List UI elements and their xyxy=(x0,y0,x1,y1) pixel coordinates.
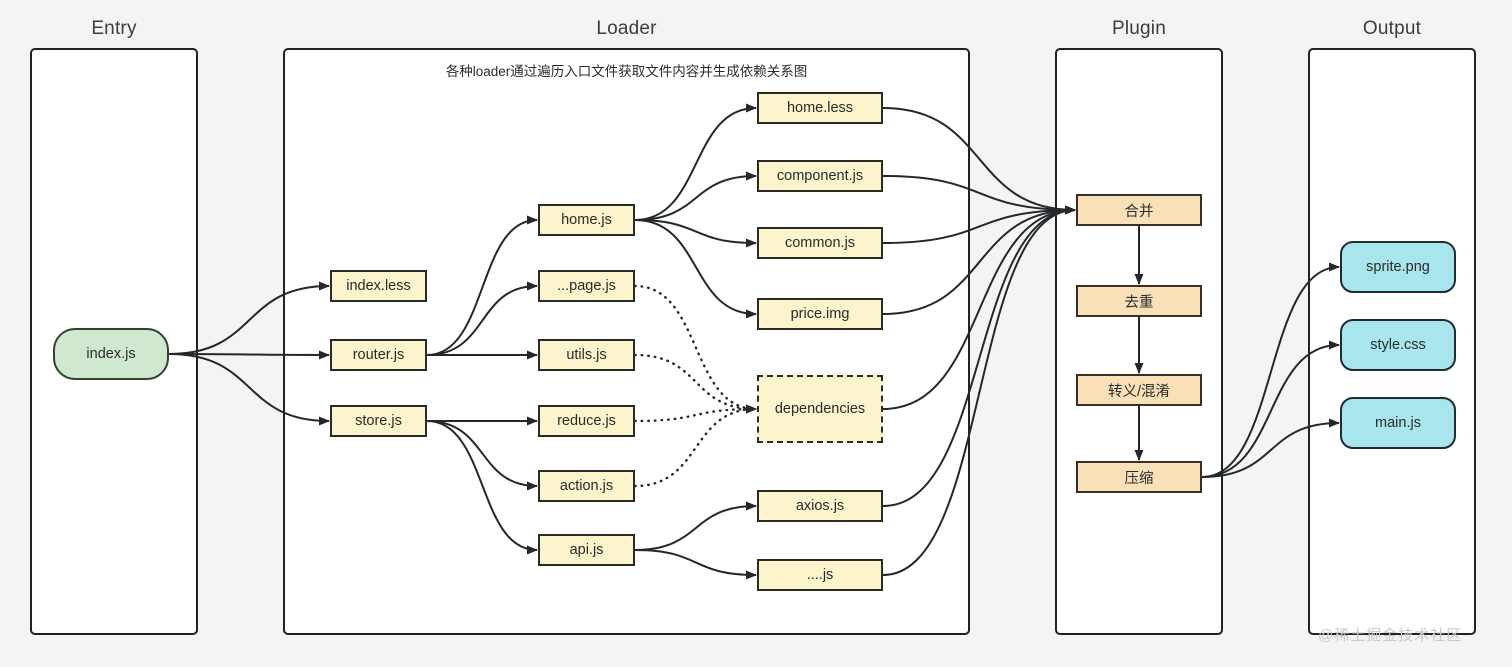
edge-index-js-to-index-less xyxy=(168,281,330,355)
edge-common-js-to-merge xyxy=(882,205,1076,244)
edge-compress-to-style-css xyxy=(1201,340,1340,478)
edge-home-js-to-common-js xyxy=(634,219,757,248)
edge-store-js-to-api-js xyxy=(426,420,538,555)
edge-dependencies-to-merge xyxy=(882,205,1076,410)
node-label-store-js: store.js xyxy=(355,413,402,429)
node-axios-js[interactable]: axios.js xyxy=(757,490,883,522)
edge-home-js-to-component-js xyxy=(634,171,757,221)
edge-axios-js-to-merge xyxy=(882,205,1076,507)
node-label-common-js: common.js xyxy=(784,235,856,251)
edge-dots-js-to-merge xyxy=(882,205,1076,576)
node-action-js[interactable]: action.js xyxy=(538,470,635,502)
edge-home-less-to-merge xyxy=(882,107,1076,215)
edge-component-js-to-merge xyxy=(882,175,1076,215)
node-api-js[interactable]: api.js xyxy=(538,534,635,566)
node-home-less[interactable]: home.less xyxy=(757,92,883,124)
edge-api-js-to-dots-js xyxy=(634,549,757,580)
node-dedupe[interactable]: 去重 xyxy=(1076,285,1202,317)
node-label-compress: 压缩 xyxy=(1124,470,1154,487)
edge-action-js-to-dependencies xyxy=(633,404,758,488)
node-reduce-js[interactable]: reduce.js xyxy=(538,405,635,437)
node-utils-js[interactable]: utils.js xyxy=(538,339,635,371)
swimlane-title-plugin: Plugin xyxy=(1111,18,1167,39)
swimlane-note-loader: 各种loader通过遍历入口文件获取文件内容并生成依赖关系图 xyxy=(445,64,808,79)
edge-compress-to-sprite-png xyxy=(1201,262,1340,478)
node-label-index-less: index.less xyxy=(346,278,411,294)
node-index-less[interactable]: index.less xyxy=(330,270,427,302)
node-home-js[interactable]: home.js xyxy=(538,204,635,236)
node-common-js[interactable]: common.js xyxy=(757,227,883,259)
edge-api-js-to-axios-js xyxy=(634,501,757,551)
node-label-sprite-png: sprite.png xyxy=(1366,259,1430,275)
node-label-dots-js: ....js xyxy=(806,567,834,583)
edge-home-js-to-home-less xyxy=(634,103,757,221)
node-sprite-png[interactable]: sprite.png xyxy=(1340,241,1456,293)
node-label-api-js: api.js xyxy=(569,542,604,558)
edge-router-js-to-home-js xyxy=(426,215,538,356)
node-index-js[interactable]: index.js xyxy=(53,328,169,380)
edge-reduce-js-to-dependencies xyxy=(633,404,758,423)
node-label-obfuscate: 转义/混淆 xyxy=(1107,383,1171,400)
node-label-main-js: main.js xyxy=(1375,415,1421,431)
node-obfuscate[interactable]: 转义/混淆 xyxy=(1076,374,1202,406)
swimlane-title-loader: Loader xyxy=(596,18,657,39)
edge-router-js-to-page-js xyxy=(426,281,538,356)
node-main-js[interactable]: main.js xyxy=(1340,397,1456,449)
node-label-page-js: ...page.js xyxy=(557,278,616,294)
edge-home-js-to-price-img xyxy=(634,219,757,319)
swimlane-title-entry: Entry xyxy=(91,18,137,39)
node-label-axios-js: axios.js xyxy=(795,498,845,514)
node-label-router-js: router.js xyxy=(352,347,405,363)
node-dependencies[interactable]: dependencies xyxy=(757,375,883,443)
node-style-css[interactable]: style.css xyxy=(1340,319,1456,371)
edge-price-img-to-merge xyxy=(882,205,1076,315)
edge-page-js-to-dependencies xyxy=(633,284,758,414)
node-label-reduce-js: reduce.js xyxy=(557,413,616,429)
node-label-action-js: action.js xyxy=(559,478,614,494)
node-label-merge: 合并 xyxy=(1124,203,1154,220)
node-router-js[interactable]: router.js xyxy=(330,339,427,371)
node-label-index-js: index.js xyxy=(86,346,136,362)
watermark: @稀土掘金技术社区 xyxy=(1318,627,1463,644)
node-merge[interactable]: 合并 xyxy=(1076,194,1202,226)
node-price-img[interactable]: price.img xyxy=(757,298,883,330)
node-store-js[interactable]: store.js xyxy=(330,405,427,437)
edge-compress-to-main-js xyxy=(1201,418,1340,478)
node-label-dependencies: dependencies xyxy=(774,401,866,417)
edge-index-js-to-router-js xyxy=(168,350,330,360)
node-compress[interactable]: 压缩 xyxy=(1076,461,1202,493)
node-dots-js[interactable]: ....js xyxy=(757,559,883,591)
node-label-style-css: style.css xyxy=(1370,337,1426,353)
edge-index-js-to-store-js xyxy=(168,353,330,426)
node-page-js[interactable]: ...page.js xyxy=(538,270,635,302)
node-label-price-img: price.img xyxy=(790,306,850,322)
node-label-home-less: home.less xyxy=(786,100,854,116)
node-label-dedupe: 去重 xyxy=(1124,294,1154,311)
edge-utils-js-to-dependencies xyxy=(633,353,758,414)
node-label-utils-js: utils.js xyxy=(566,347,607,363)
node-label-component-js: component.js xyxy=(776,168,864,184)
node-component-js[interactable]: component.js xyxy=(757,160,883,192)
swimlane-title-output: Output xyxy=(1362,18,1422,39)
edge-store-js-to-action-js xyxy=(426,420,538,491)
node-label-home-js: home.js xyxy=(561,212,612,228)
